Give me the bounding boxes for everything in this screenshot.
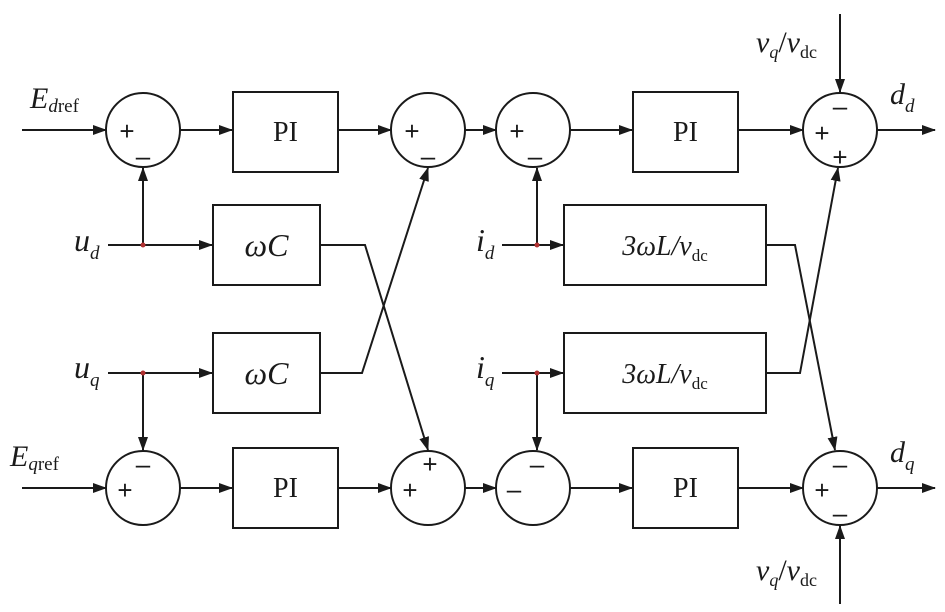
wl-q-to-sum4-arrow <box>766 167 841 374</box>
u-q-junction <box>140 370 146 376</box>
sum8-plus-left: + <box>814 475 829 505</box>
i-d-label: id <box>476 222 495 264</box>
wl-d-to-sum8-arrow <box>766 244 838 451</box>
u-d-label: ud <box>74 222 100 264</box>
pi-block-q2-label: PI <box>673 473 698 504</box>
sum6-plus-top: + <box>422 449 437 479</box>
sum5-minus: – <box>136 449 151 479</box>
sum8-minus-bottom: – <box>833 498 848 528</box>
sum-junction-1 <box>105 92 181 168</box>
wl-block-d-label: 3ωL/vdc <box>621 231 708 265</box>
i-d-junction <box>534 242 540 248</box>
sum-junction-7 <box>495 450 571 526</box>
sum-junction-3 <box>495 92 571 168</box>
sum-junction-6 <box>390 450 466 526</box>
sum7-minus-top: – <box>530 449 545 479</box>
sum4-minus: – <box>833 91 848 121</box>
sum-junction-2 <box>390 92 466 168</box>
d-d-label: dd <box>890 78 915 117</box>
sum3-minus: – <box>528 141 543 171</box>
wc-block-d-label: ωC <box>245 227 290 263</box>
i-q-junction <box>534 370 540 376</box>
pi-block-q1-label: PI <box>273 473 298 504</box>
wc-block-q <box>212 332 321 414</box>
sum2-minus: – <box>421 141 436 171</box>
u-d-junction <box>140 242 146 248</box>
sum1-minus: – <box>136 141 151 171</box>
pi-block-q1 <box>232 447 339 529</box>
pi-block-q2 <box>632 447 739 529</box>
e-dref-label: Edref <box>29 82 80 117</box>
sum3-plus: + <box>509 116 524 146</box>
sum-junction-5 <box>105 450 181 526</box>
ff-top-label: vq/vdc <box>756 26 817 62</box>
u-q-label: uq <box>74 349 100 391</box>
wc-d-to-sum6-arrow <box>320 244 429 451</box>
e-qref-label: Eqref <box>9 440 60 475</box>
sum2-plus: + <box>404 116 419 146</box>
sum-junction-4 <box>802 92 878 168</box>
sum6-plus-left: + <box>402 475 417 505</box>
wc-q-to-sum2-arrow <box>320 167 429 374</box>
d-q-label: dq <box>890 436 915 475</box>
sum8-minus-top: – <box>833 449 848 479</box>
i-q-label: iq <box>476 349 495 391</box>
ff-bottom-label: vq/vdc <box>756 554 817 590</box>
pi-block-d2 <box>632 91 739 173</box>
pi-block-d1 <box>232 91 339 173</box>
sum-junction-8 <box>802 450 878 526</box>
wl-block-q-label: 3ωL/vdc <box>621 359 708 393</box>
wc-block-d <box>212 204 321 286</box>
sum1-plus: + <box>119 116 134 146</box>
sum4-plus-bottom: + <box>832 142 847 172</box>
pi-block-d1-label: PI <box>273 117 298 148</box>
sum5-plus: + <box>117 475 132 505</box>
wl-block-d <box>563 204 767 286</box>
wl-block-q <box>563 332 767 414</box>
wc-block-q-label: ωC <box>245 355 290 391</box>
sum4-plus-left: + <box>814 118 829 148</box>
sum7-minus-left: – <box>507 474 522 504</box>
pi-block-d2-label: PI <box>673 117 698 148</box>
